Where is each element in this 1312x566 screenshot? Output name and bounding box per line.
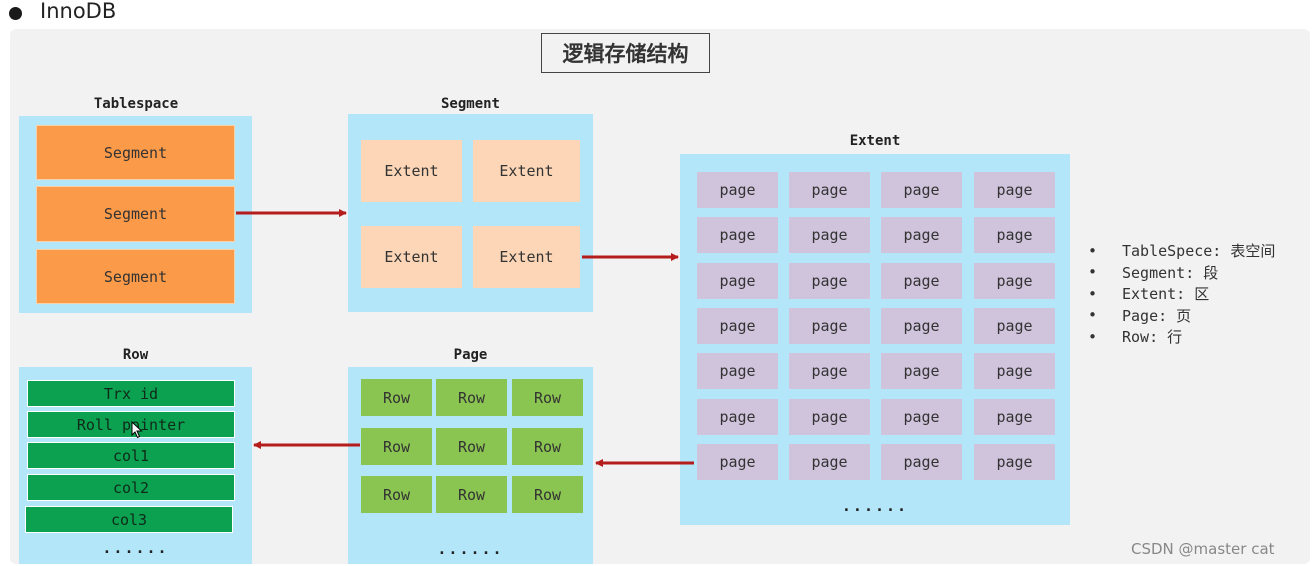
extent-page: page <box>697 444 778 480</box>
page-row: Row <box>436 476 507 513</box>
extent-page: page <box>697 353 778 389</box>
tablespace-segment: Segment <box>36 186 235 242</box>
row-label: Row <box>122 347 149 363</box>
legend-item: • Page: 页 <box>1088 305 1275 327</box>
legend-item: • Row: 行 <box>1088 326 1275 348</box>
extent-page: page <box>697 399 778 435</box>
row-ellipsis: ...... <box>102 539 169 557</box>
legend-bullet: • <box>1088 327 1098 346</box>
extent-page: page <box>881 172 962 208</box>
extent-page: page <box>974 217 1055 253</box>
extent-page: page <box>974 172 1055 208</box>
legend-bullet: • <box>1088 284 1098 303</box>
segment-extent: Extent <box>473 226 580 288</box>
legend-text: Row: 行 <box>1122 328 1183 347</box>
heading-innodb: InnoDB <box>40 0 117 23</box>
mouse-cursor-icon <box>131 421 143 439</box>
page-row: Row <box>361 428 432 465</box>
extent-page: page <box>789 263 870 299</box>
extent-page: page <box>974 353 1055 389</box>
row-field: col3 <box>25 506 233 533</box>
tablespace-segment: Segment <box>36 125 235 180</box>
row-field: Trx id <box>27 380 235 407</box>
segment-extent: Extent <box>361 226 462 288</box>
page-ellipsis: ...... <box>437 540 504 558</box>
legend-text: Segment: 段 <box>1122 263 1219 282</box>
page-row: Row <box>512 476 583 513</box>
heading-bullet <box>9 7 22 20</box>
extent-page: page <box>789 308 870 344</box>
page-row: Row <box>436 428 507 465</box>
tablespace-segment: Segment <box>36 249 235 304</box>
extent-ellipsis: ...... <box>841 497 909 515</box>
extent-page: page <box>697 308 778 344</box>
legend-bullet: • <box>1088 306 1098 325</box>
legend-bullet: • <box>1088 241 1098 260</box>
extent-page: page <box>789 353 870 389</box>
row-field: Roll pointer <box>27 411 235 438</box>
row-container: Trx id Roll pointer col1 col2 col3 .....… <box>19 367 252 564</box>
extent-page: page <box>974 308 1055 344</box>
legend-item: • TableSpece: 表空间 <box>1088 240 1275 262</box>
page-row: Row <box>512 428 583 465</box>
page-row: Row <box>512 379 583 416</box>
watermark: CSDN @master cat <box>1131 540 1275 558</box>
page-row: Row <box>436 379 507 416</box>
legend: •TableSpece: 表空间 •Segment: 段 •Extent: 区 … <box>1088 240 1275 348</box>
extent-label: Extent <box>849 133 901 149</box>
legend-text: Extent: 区 <box>1122 285 1210 304</box>
page-label: Page <box>453 347 488 363</box>
extent-page: page <box>789 172 870 208</box>
segment-container: Extent Extent Extent Extent <box>348 114 593 312</box>
extent-page: page <box>789 217 870 253</box>
extent-page: page <box>697 263 778 299</box>
extent-page: page <box>974 399 1055 435</box>
row-field: col2 <box>27 474 235 501</box>
extent-page: page <box>789 399 870 435</box>
legend-bullet: • <box>1088 263 1098 282</box>
extent-page: page <box>881 399 962 435</box>
extent-page: page <box>697 172 778 208</box>
legend-text: Page: 页 <box>1122 306 1192 325</box>
extent-page: page <box>881 353 962 389</box>
legend-item: • Segment: 段 <box>1088 262 1275 284</box>
segment-extent: Extent <box>473 140 580 202</box>
tablespace-label: Tablespace <box>93 96 179 112</box>
page-row: Row <box>361 476 432 513</box>
extent-page: page <box>789 444 870 480</box>
legend-item: • Extent: 区 <box>1088 283 1275 305</box>
extent-page: page <box>881 444 962 480</box>
segment-extent: Extent <box>361 140 462 202</box>
extent-page: page <box>974 444 1055 480</box>
extent-page: page <box>974 263 1055 299</box>
page-row: Row <box>361 379 432 416</box>
legend-text: TableSpece: 表空间 <box>1122 242 1276 261</box>
extent-page: page <box>697 217 778 253</box>
segment-label: Segment <box>440 96 500 112</box>
extent-page: page <box>881 217 962 253</box>
extent-page: page <box>881 263 962 299</box>
extent-page: page <box>881 308 962 344</box>
diagram-title: 逻辑存储结构 <box>541 33 710 73</box>
row-field: col1 <box>27 442 235 469</box>
tablespace-container: Segment Segment Segment <box>19 116 252 313</box>
